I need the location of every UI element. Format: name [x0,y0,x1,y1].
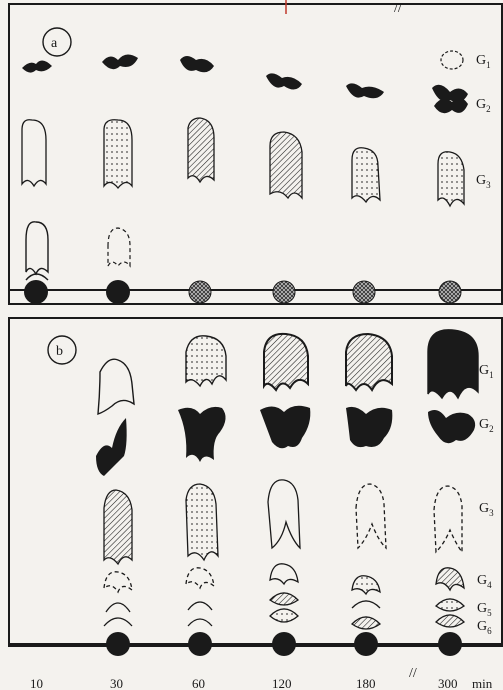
x-tick-label: 120 [272,676,292,690]
legend-b-g6-label: G6 [477,619,492,636]
panel-b-legend: G1 G2 G3 G4 G5 G6 [477,363,494,636]
legend-b-g4-label: G4 [477,573,492,590]
x-tick-label: 10 [30,676,43,690]
x-axis: 10 30 60 120 180 300 min [30,676,493,690]
legend-b-g5-label: G5 [477,601,492,618]
legend-b-g3-label: G3 [479,501,494,518]
panel-b-g1-bands [98,330,478,414]
panel-a-g2-bands [22,54,468,102]
panel-a-g1-open-10-cap [26,274,48,280]
legend-b-g1-label: G1 [479,363,494,380]
panel-b-low-bands [104,564,464,629]
panel-b-label: b [56,344,63,359]
panel-a-frame [9,4,502,304]
panel-a-g1-open-10 [26,222,48,274]
panel-b-g3-bands [104,480,462,564]
legend-a-g1-label: G1 [476,53,491,70]
x-tick-label: 300 [438,676,458,690]
panel-b-g2-bands [96,406,475,476]
panel-a-label: a [51,36,58,51]
panel-a-g3-bands [22,118,464,206]
legend-a-g3-label: G3 [476,173,491,190]
x-tick-label: 30 [110,676,123,690]
x-tick-label: 60 [192,676,205,690]
legend-a-g2-label: G2 [476,97,491,114]
legend-b-g2-label: G2 [479,417,494,434]
x-tick-label: 180 [356,676,376,690]
legend-a-g1-swatch [441,51,463,69]
axis-break-bottom: // [409,666,417,681]
panel-a-g1-dashed-30 [108,228,130,266]
axis-break-top: // [394,1,402,16]
x-axis-unit: min [472,676,493,690]
panel-a-wells [24,280,461,304]
